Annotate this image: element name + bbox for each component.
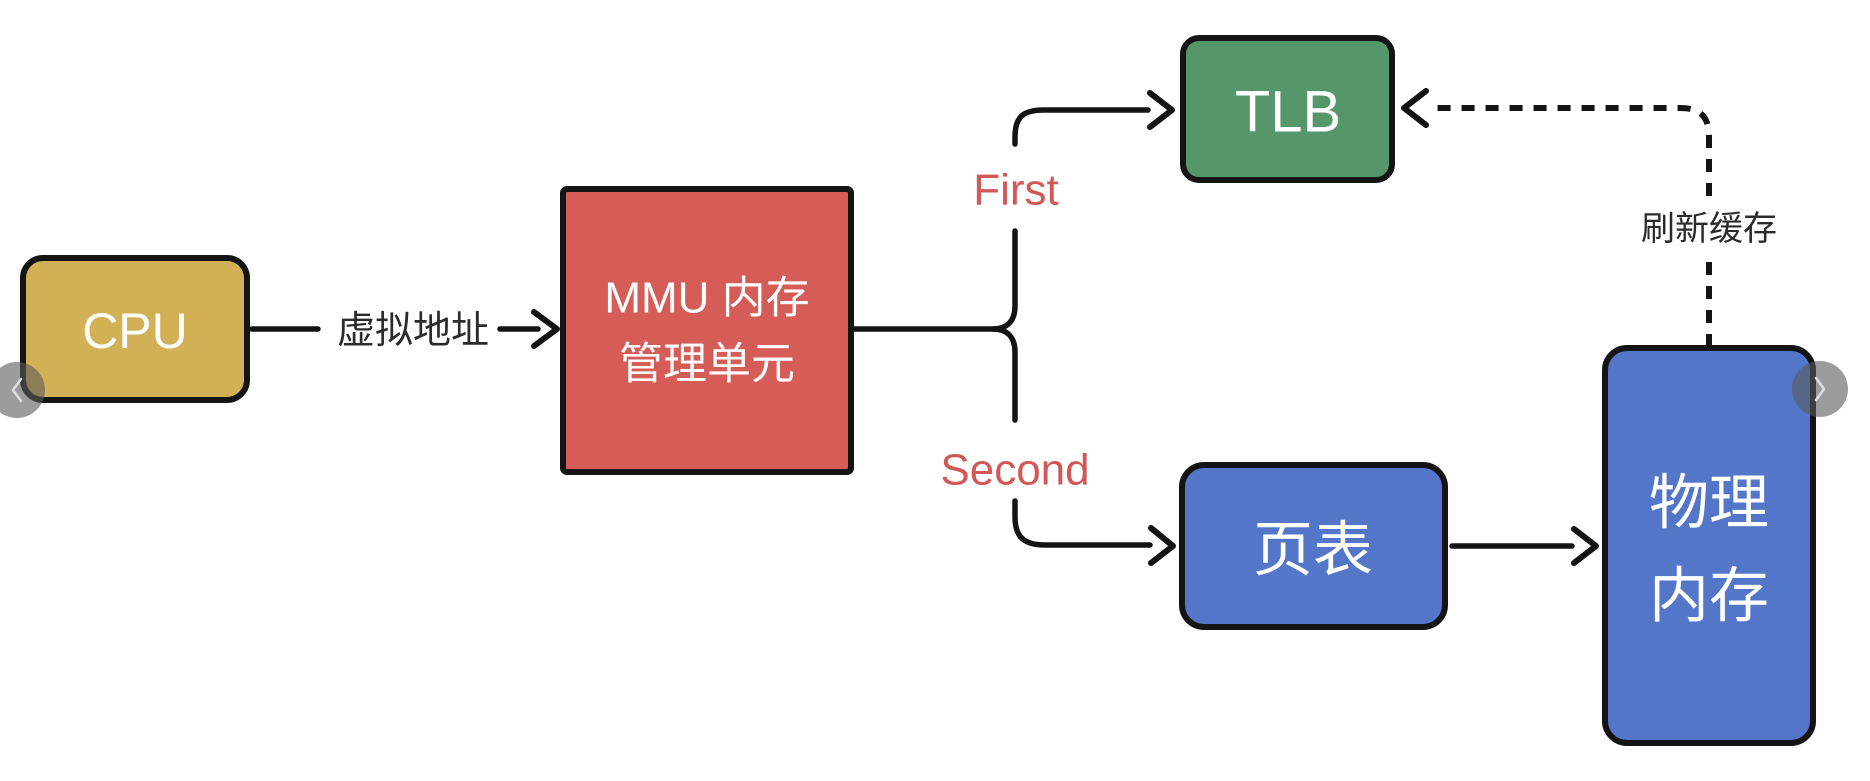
arrowhead-into-tlb-icon xyxy=(1147,90,1175,130)
carousel-next-circle[interactable] xyxy=(1792,361,1848,417)
cpu-node-label: CPU xyxy=(82,303,188,359)
mmu-node-label-line1: MMU 内存 xyxy=(604,274,809,323)
edge-refresh-cache-upper-dashed-segment xyxy=(1428,105,1712,196)
tlb-node-label: TLB xyxy=(1235,80,1341,145)
edge-fork-down-upper-segment xyxy=(990,326,1018,423)
node-page-table: 页表 xyxy=(1179,462,1448,630)
edge-fork-down-to-pagetable-segment xyxy=(1012,498,1153,548)
edge-label-second: Second xyxy=(940,446,1089,495)
node-cpu: CPU xyxy=(20,255,250,403)
page-table-node-rect xyxy=(1179,462,1448,630)
edge-fork-up-to-tlb-segment xyxy=(1012,107,1151,147)
page-table-node-label: 页表 xyxy=(1253,517,1373,584)
tlb-node-rect xyxy=(1180,35,1395,183)
edge-label-refresh-cache: 刷新缓存 xyxy=(1641,210,1777,248)
node-tlb: TLB xyxy=(1180,35,1395,183)
chevron-left-icon xyxy=(11,377,23,403)
cpu-node-rect xyxy=(20,255,250,403)
physical-memory-node-label-line2: 内存 xyxy=(1649,563,1769,630)
node-mmu: MMU 内存 管理单元 xyxy=(560,186,854,475)
mmu-node-label-line2: 管理单元 xyxy=(619,340,795,389)
arrowhead-into-physical-memory-icon xyxy=(1571,526,1599,566)
node-physical-memory: 物理 内存 xyxy=(1602,345,1816,746)
arrowhead-into-tlb-right-icon xyxy=(1401,88,1429,128)
carousel-prev-circle[interactable] xyxy=(0,362,45,418)
edge-label-first: First xyxy=(973,166,1059,215)
carousel-next-button[interactable] xyxy=(1792,361,1848,417)
physical-memory-node-label-line1: 物理 xyxy=(1649,470,1769,537)
mmu-node-rect xyxy=(560,186,854,475)
arrowhead-into-pagetable-icon xyxy=(1148,525,1176,566)
edge-fork-up-lower-segment xyxy=(990,228,1018,332)
carousel-prev-button[interactable] xyxy=(0,362,45,418)
physical-memory-node-rect xyxy=(1602,345,1816,746)
edge-label-virtual-address: 虚拟地址 xyxy=(337,310,489,352)
chevron-right-icon xyxy=(1814,376,1826,402)
arrowhead-into-mmu-icon xyxy=(531,309,560,349)
